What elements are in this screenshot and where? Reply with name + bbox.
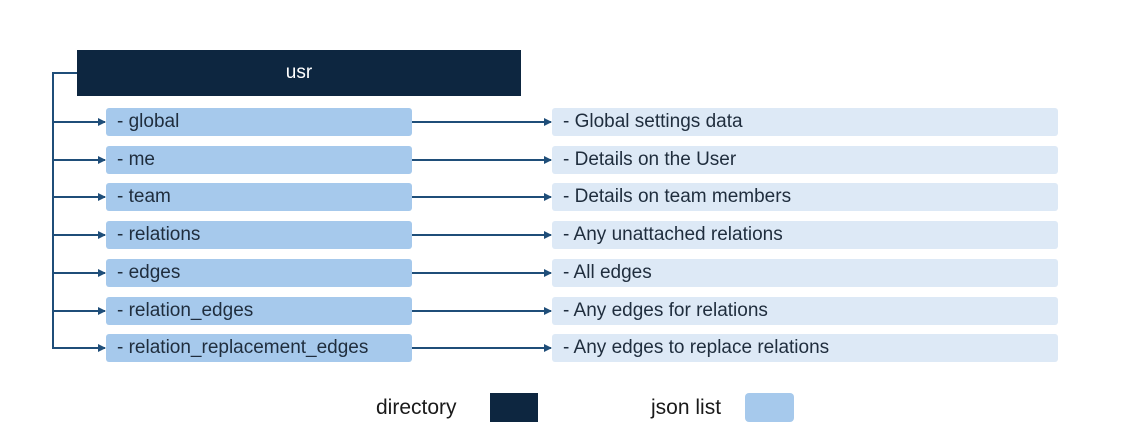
item-description: - Any edges to replace relations — [552, 334, 1058, 362]
item-description-label: - Any edges for relations — [563, 300, 768, 321]
json-list-item-label: - me — [117, 149, 155, 170]
item-description-label: - All edges — [563, 262, 652, 283]
legend-json-list-label: json list — [651, 396, 722, 419]
json-list-item-label: - team — [117, 186, 171, 207]
item-description: - Global settings data — [552, 108, 1058, 136]
json-list-item-label: - relation_replacement_edges — [117, 337, 369, 358]
legend-directory-label: directory — [376, 396, 457, 419]
root-directory-label: usr — [285, 62, 313, 83]
item-description-label: - Details on the User — [563, 149, 737, 170]
item-description-label: - Details on team members — [563, 186, 792, 207]
legend-json-list-swatch — [745, 393, 794, 422]
json-list-item: - me — [106, 146, 412, 174]
json-list-item: - relation_edges — [106, 297, 412, 325]
json-list-item-label: - relations — [117, 224, 201, 245]
json-list-item: - edges — [106, 259, 412, 287]
root-directory-usr: usr — [77, 50, 521, 96]
item-description-label: - Any unattached relations — [563, 224, 783, 245]
json-list-item: - relations — [106, 221, 412, 249]
item-description: - Any edges for relations — [552, 297, 1058, 325]
item-description: - Details on the User — [552, 146, 1058, 174]
item-description-label: - Any edges to replace relations — [563, 337, 830, 358]
json-list-item: - team — [106, 183, 412, 211]
json-list-item-label: - global — [117, 111, 180, 132]
legend-directory-swatch — [490, 393, 538, 422]
json-list-item: - global — [106, 108, 412, 136]
item-description: - Details on team members — [552, 183, 1058, 211]
json-list-item-label: - edges — [117, 262, 181, 283]
item-description: - All edges — [552, 259, 1058, 287]
json-list-item: - relation_replacement_edges — [106, 334, 412, 362]
item-description: - Any unattached relations — [552, 221, 1058, 249]
item-description-label: - Global settings data — [563, 111, 743, 132]
json-list-item-label: - relation_edges — [117, 300, 254, 321]
